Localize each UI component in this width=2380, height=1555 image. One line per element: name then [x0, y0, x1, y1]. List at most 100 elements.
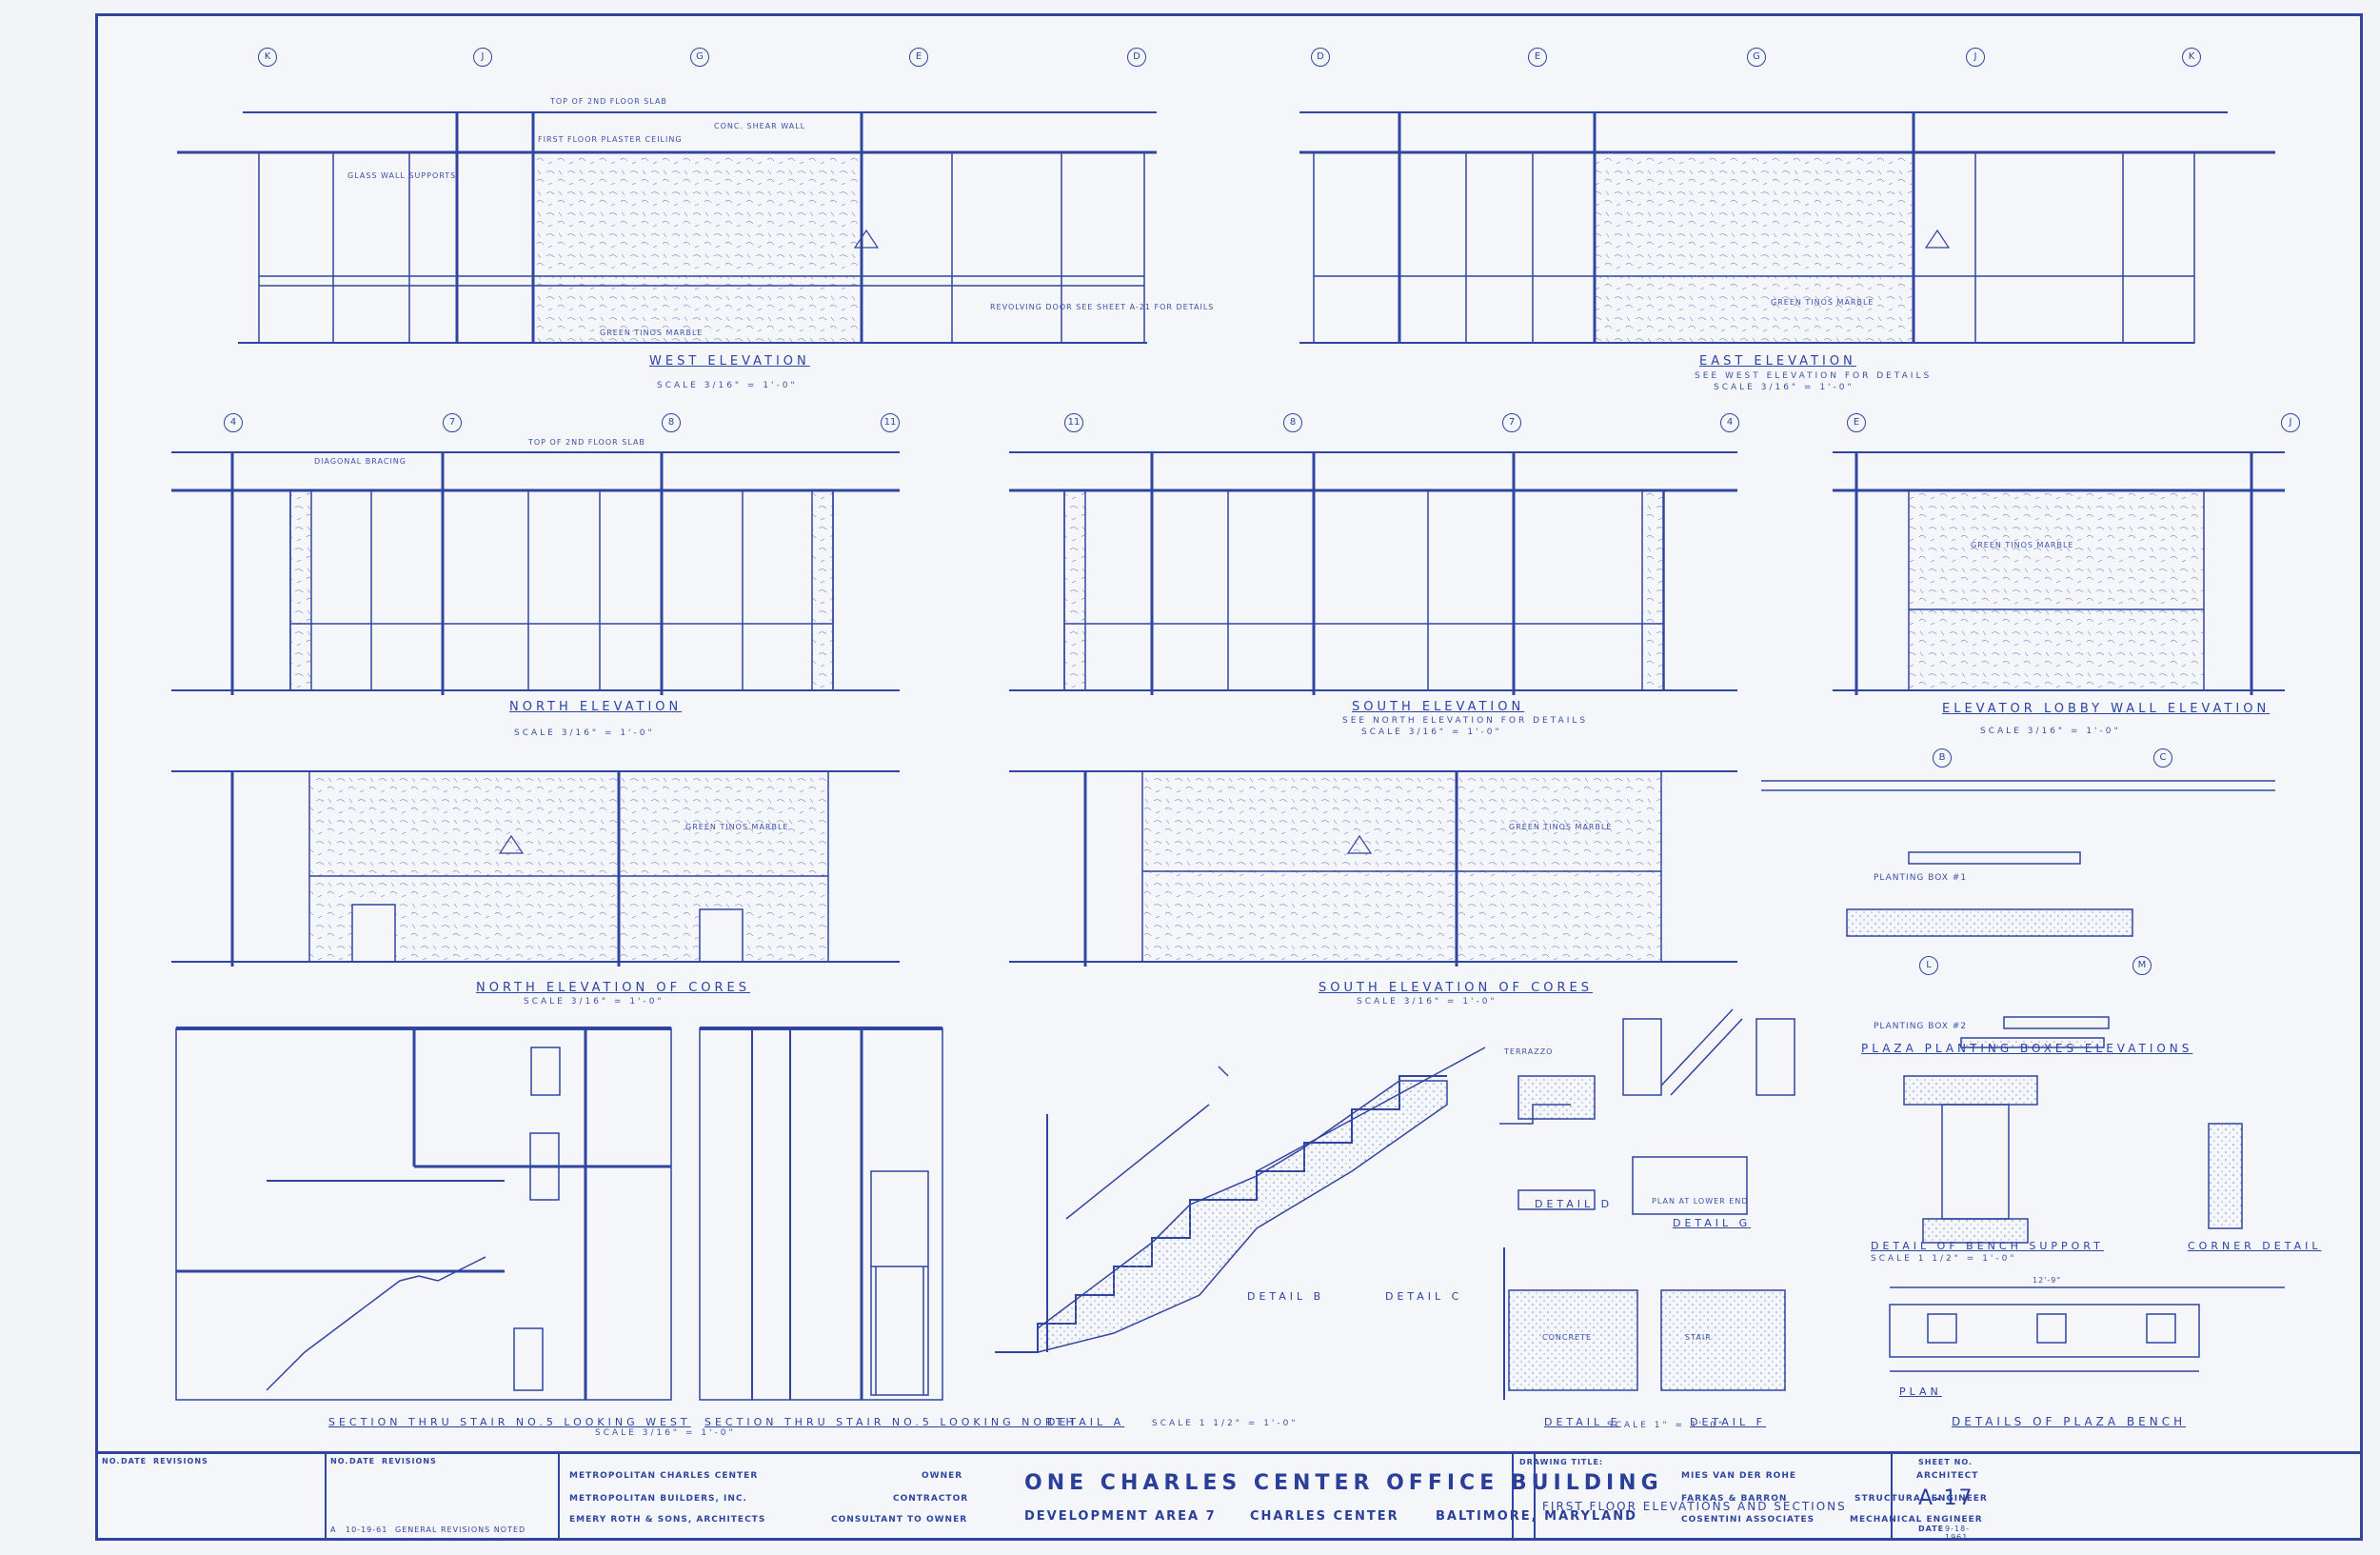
grid-bubble-K2: K — [2182, 48, 2201, 67]
title-elevator-lobby: ELEVATOR LOBBY WALL ELEVATION — [1942, 702, 2271, 716]
date-label: DATE — [1918, 1525, 1945, 1533]
drawing-title: FIRST FLOOR ELEVATIONS AND SECTIONS — [1542, 1500, 1847, 1513]
title-south-cores: SOUTH ELEVATION OF CORES — [1319, 981, 1593, 995]
note-marble-west: GREEN TINOS MARBLE — [600, 329, 704, 337]
development-area: DEVELOPMENT AREA 7 — [1024, 1509, 1217, 1524]
note-marble-cores-s: GREEN TINOS MARBLE — [1509, 823, 1613, 831]
title-detail-e: DETAIL E — [1544, 1416, 1621, 1428]
architect-name: MIES VAN DER ROHE — [1681, 1471, 1796, 1481]
title-plan: PLAN — [1899, 1386, 1942, 1398]
note-marble-lobby: GREEN TINOS MARBLE — [1971, 541, 2074, 549]
scale-north-cores: SCALE 3/16" = 1'-0" — [524, 997, 664, 1007]
grid-bubble-4: 4 — [224, 413, 243, 432]
rev-entry-text: GENERAL REVISIONS NOTED — [395, 1525, 526, 1534]
grid-bubble-E: E — [909, 48, 928, 67]
note-south-see-north: SEE NORTH ELEVATION FOR DETAILS — [1342, 716, 1589, 726]
note-marble-east: GREEN TINOS MARBLE — [1771, 298, 1874, 307]
title-section-north: SECTION THRU STAIR NO.5 LOOKING NORTH — [704, 1416, 1078, 1428]
structural-name: FARKAS & BARRON — [1681, 1494, 1788, 1504]
grid-bubble-J: J — [473, 48, 492, 67]
sheet-number: A-17 — [1918, 1486, 1974, 1510]
title-detail-c: DETAIL C — [1385, 1290, 1463, 1303]
title-north-cores: NORTH ELEVATION OF CORES — [476, 981, 751, 995]
consultant-name: EMERY ROTH & SONS, ARCHITECTS — [569, 1515, 766, 1525]
title-detail-g: DETAIL G — [1673, 1217, 1752, 1229]
scale-south-cores: SCALE 3/16" = 1'-0" — [1357, 997, 1497, 1007]
drawing-title-box: DRAWING TITLE: FIRST FLOOR ELEVATIONS AN… — [1512, 1454, 1893, 1538]
label-plan-lower-end: PLAN AT LOWER END — [1652, 1197, 1749, 1206]
note-marble-cores-n: GREEN TINOS MARBLE — [685, 823, 789, 831]
consultant-role: CONSULTANT TO OWNER — [831, 1515, 968, 1525]
charles-center: CHARLES CENTER — [1250, 1509, 1399, 1524]
mechanical-role: MECHANICAL ENGINEER — [1850, 1515, 1983, 1525]
grid-bubble-C: C — [2153, 748, 2172, 768]
rev-revisions-header: REVISIONS — [153, 1457, 208, 1465]
revisions-cell-1: NO. DATE REVISIONS — [98, 1454, 327, 1538]
grid-bubble-8b: 8 — [1283, 413, 1302, 432]
title-block: NO. DATE REVISIONS NO. DATE REVISIONS A … — [98, 1451, 2360, 1542]
grid-bubble-J2: J — [1966, 48, 1985, 67]
title-east-elevation: EAST ELEVATION — [1699, 354, 1856, 369]
owner-cell: METROPOLITAN CHARLES CENTER OWNER METROP… — [560, 1454, 2354, 1538]
architect-role: ARCHITECT — [1916, 1471, 1979, 1481]
note-concrete: CONCRETE — [1542, 1333, 1593, 1342]
grid-bubble-L: L — [1919, 956, 1938, 975]
contractor-name: METROPOLITAN BUILDERS, INC. — [569, 1494, 747, 1504]
grid-bubble-K: K — [258, 48, 277, 67]
title-detail-d: DETAIL D — [1535, 1198, 1614, 1210]
owner-role: OWNER — [922, 1471, 963, 1481]
grid-bubble-lobby-E: E — [1847, 413, 1866, 432]
rev-no-header: NO. — [102, 1457, 121, 1465]
grid-bubble-G: G — [690, 48, 709, 67]
note-plaster-ceiling: FIRST FLOOR PLASTER CEILING — [538, 135, 683, 144]
grid-bubble-7: 7 — [443, 413, 462, 432]
title-detail-a: DETAIL A — [1047, 1416, 1125, 1428]
grid-bubble-D: D — [1127, 48, 1146, 67]
note-top-2nd-north: TOP OF 2ND FLOOR SLAB — [528, 438, 645, 447]
structural-role: STRUCTURAL ENGINEER — [1854, 1494, 1988, 1504]
title-corner-detail: CORNER DETAIL — [2188, 1240, 2322, 1252]
contractor-role: CONTRACTOR — [893, 1494, 969, 1504]
title-detail-b: DETAIL B — [1247, 1290, 1325, 1303]
title-detail-f: DETAIL F — [1690, 1416, 1767, 1428]
note-stair: STAIR — [1685, 1333, 1712, 1342]
title-west-elevation: WEST ELEVATION — [649, 354, 810, 369]
grid-bubble-8: 8 — [662, 413, 681, 432]
title-south-elevation: SOUTH ELEVATION — [1352, 700, 1525, 714]
grid-bubble-G2: G — [1747, 48, 1766, 67]
sheet-date: 9-18-1961 — [1945, 1525, 1971, 1542]
grid-bubble-M: M — [2132, 956, 2152, 975]
rev-date-header: DATE — [121, 1457, 148, 1465]
rev-date-header-2: DATE — [349, 1457, 376, 1465]
grid-bubble-4b: 4 — [1720, 413, 1739, 432]
title-north-elevation: NORTH ELEVATION — [509, 700, 683, 714]
scale-north: SCALE 3/16" = 1'-0" — [514, 728, 655, 738]
sheet-number-cell: SHEET NO. A-17 DATE 9-18-1961 — [1897, 1454, 1993, 1542]
rev-entry-no: A — [330, 1525, 337, 1534]
note-bench-dim: 12'-9" — [2033, 1276, 2062, 1285]
revisions-cell-2: NO. DATE REVISIONS A 10-19-61 GENERAL RE… — [327, 1454, 560, 1538]
grid-bubble-11b: 11 — [1064, 413, 1083, 432]
label-planting-box-1: PLANTING BOX #1 — [1874, 873, 1968, 883]
scale-section-west: SCALE 3/16" = 1'-0" — [595, 1428, 736, 1438]
note-east-see-west: SEE WEST ELEVATION FOR DETAILS — [1695, 371, 1933, 381]
scale-detail-a: SCALE 1 1/2" = 1'-0" — [1152, 1419, 1299, 1428]
note-top-2nd-slab: TOP OF 2ND FLOOR SLAB — [550, 97, 667, 106]
title-section-west: SECTION THRU STAIR NO.5 LOOKING WEST — [328, 1416, 691, 1428]
grid-bubble-7b: 7 — [1502, 413, 1521, 432]
rev-entry-date: 10-19-61 — [346, 1525, 388, 1534]
grid-bubble-lobby-J: J — [2281, 413, 2300, 432]
note-diagonal-bracing: DIAGONAL BRACING — [314, 457, 407, 466]
label-planting-box-2: PLANTING BOX #2 — [1874, 1022, 1968, 1031]
sheet-no-label: SHEET NO. — [1918, 1458, 1973, 1466]
title-plaza-bench: DETAILS OF PLAZA BENCH — [1952, 1415, 2187, 1428]
drawing-title-label: DRAWING TITLE: — [1519, 1458, 1604, 1466]
drawing-title-cell — [1534, 1454, 1536, 1538]
rev-revisions-header-2: REVISIONS — [382, 1457, 437, 1465]
scale-detail-e: SCALE 1" = 1'-0" — [1607, 1421, 1726, 1430]
title-bench-support: DETAIL OF BENCH SUPPORT — [1871, 1240, 2104, 1252]
scale-bench-support: SCALE 1 1/2" = 1'-0" — [1871, 1254, 2017, 1264]
grid-bubble-D2: D — [1311, 48, 1330, 67]
note-shear-wall: CONC. SHEAR WALL — [714, 122, 806, 130]
scale-west: SCALE 3/16" = 1'-0" — [657, 381, 798, 390]
